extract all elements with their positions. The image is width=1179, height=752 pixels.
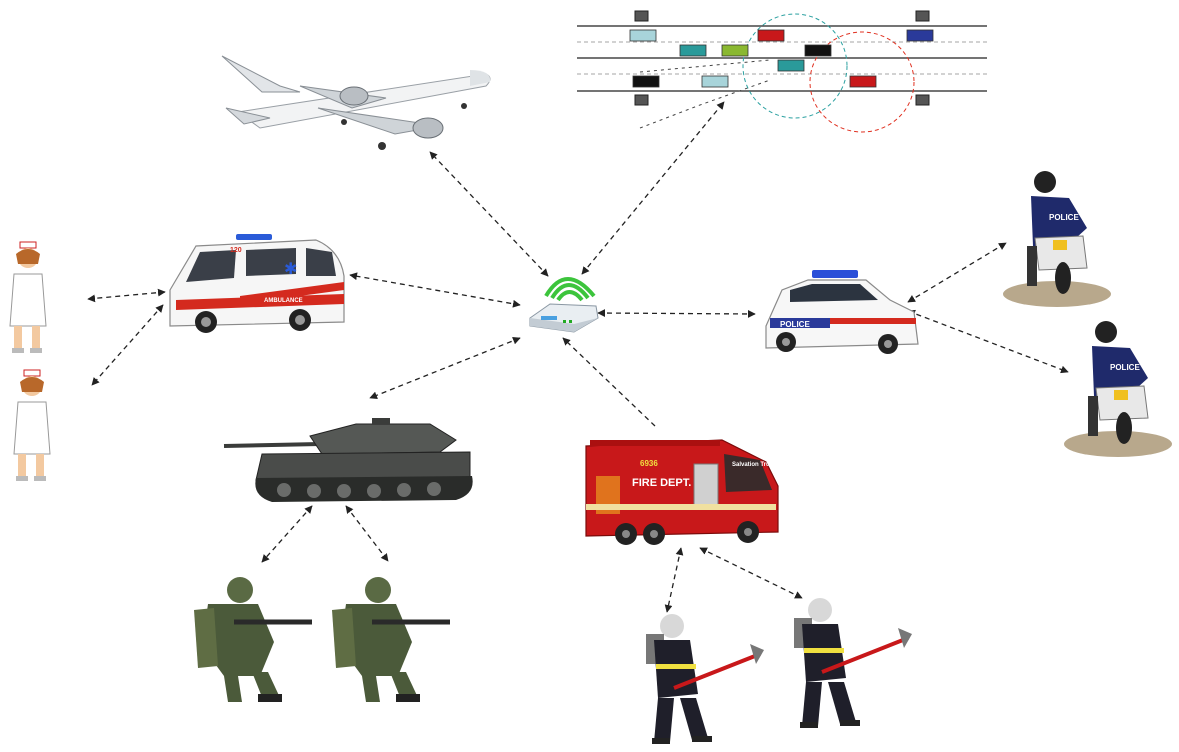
roadside-unit-icon [915, 94, 930, 106]
roadside-unit-icon [634, 94, 649, 106]
firefighter-icon [646, 614, 764, 744]
fire-truck-number: 6936 [640, 459, 658, 468]
fire-truck-icon: 6936 FIRE DEPT. Salvation Truck [585, 439, 779, 545]
link-router-tank [369, 336, 521, 400]
link-ambulance-nurse2 [91, 304, 164, 386]
vehicle-icon [849, 75, 877, 88]
fire-truck-side-text: Salvation Truck [732, 462, 777, 468]
vehicle-icon [679, 44, 707, 57]
links [87, 101, 1069, 613]
link-router-ambulance [349, 272, 521, 308]
fire-truck-text: FIRE DEPT. [632, 477, 691, 489]
vehicle-icon [701, 75, 729, 88]
vehicle-icon [757, 29, 785, 42]
link-router-traffic [581, 101, 725, 275]
firefighter-icon [794, 598, 912, 728]
link-fire-firefighter2 [699, 547, 803, 599]
vehicle-icon [632, 75, 660, 88]
link-police-moto1 [907, 242, 1007, 303]
police-moto-text: POLICE [1049, 213, 1079, 222]
vehicle-icon [906, 29, 934, 42]
vehicle-icon [804, 44, 832, 57]
vehicle-icon [777, 59, 805, 72]
tank-icon [223, 418, 473, 502]
police-car-icon: POLICE [765, 270, 919, 354]
soldier-icon [332, 577, 450, 702]
ambulance-number: 120 [230, 247, 242, 254]
ambulance-icon: 120 AMBULANCE ✱ [169, 234, 345, 333]
wireless-router-icon [529, 277, 599, 333]
link-fire-firefighter1 [664, 547, 684, 613]
airplane-icon [221, 55, 491, 150]
ambulance-text: AMBULANCE [264, 298, 303, 304]
nurse-icon [13, 369, 51, 481]
link-police-moto2 [907, 309, 1069, 374]
traffic-road-diagram [577, 10, 987, 133]
police-car-text: POLICE [780, 320, 810, 329]
link-ambulance-nurse1 [87, 288, 166, 303]
vehicle-icon [629, 29, 657, 42]
vehicle-icon [721, 44, 749, 57]
police-moto-text: POLICE [1110, 363, 1140, 372]
police-motorcycle-icon: POLICE [1064, 321, 1172, 457]
link-router-fire-truck [562, 337, 656, 427]
link-router-airplane [429, 151, 549, 277]
link-tank-soldier2 [345, 505, 389, 562]
police-motorcycle-icon: POLICE [1003, 171, 1111, 307]
roadside-unit-icon [915, 10, 930, 22]
nurse-icon [9, 241, 47, 353]
link-tank-soldier1 [261, 505, 313, 563]
medical-star-icon: ✱ [284, 261, 297, 278]
soldier-icon [194, 577, 312, 702]
roadside-unit-icon [634, 10, 649, 22]
link-router-police-car [597, 309, 756, 318]
